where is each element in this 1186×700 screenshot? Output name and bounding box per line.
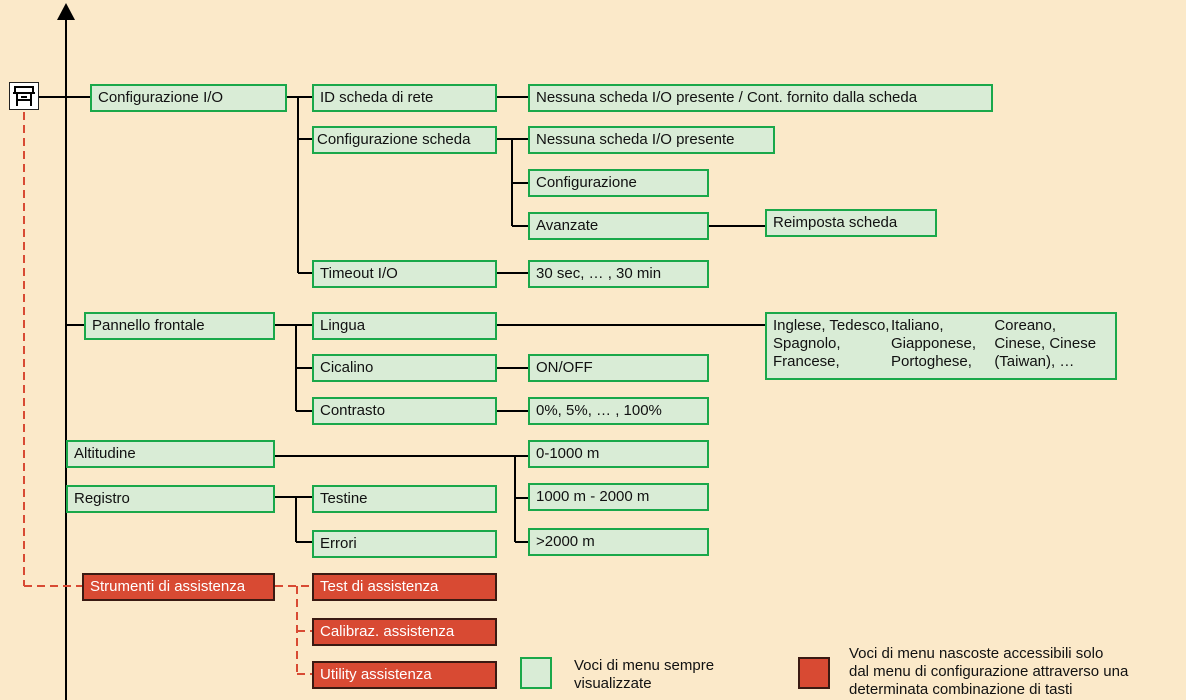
value-lingua-list: Inglese, Tedesco, Spagnolo, Francese, It… bbox=[765, 312, 1117, 380]
value-altitudine-3: >2000 m bbox=[528, 528, 709, 556]
menu-errori[interactable]: Errori bbox=[312, 530, 497, 558]
menu-cicalino[interactable]: Cicalino bbox=[312, 354, 497, 382]
value-contrasto: 0%, 5%, … , 100% bbox=[528, 397, 709, 425]
menu-id-scheda-rete[interactable]: ID scheda di rete bbox=[312, 84, 497, 112]
menu-configurazione[interactable]: Configurazione bbox=[528, 169, 709, 197]
menu-utility-assistenza[interactable]: Utility assistenza bbox=[312, 661, 497, 689]
menu-reimposta-scheda[interactable]: Reimposta scheda bbox=[765, 209, 937, 237]
legend-hidden-text: Voci di menu nascoste accessibili solo d… bbox=[849, 645, 1128, 699]
value-config-scheda: Nessuna scheda I/O presente bbox=[528, 126, 775, 154]
menu-lingua[interactable]: Lingua bbox=[312, 312, 497, 340]
value-cicalino: ON/OFF bbox=[528, 354, 709, 382]
value-id-scheda: Nessuna scheda I/O presente / Cont. forn… bbox=[528, 84, 993, 112]
menu-calibraz-assistenza[interactable]: Calibraz. assistenza bbox=[312, 618, 497, 646]
menu-timeout-io[interactable]: Timeout I/O bbox=[312, 260, 497, 288]
value-altitudine-1: 0-1000 m bbox=[528, 440, 709, 468]
printer-icon bbox=[9, 82, 39, 110]
lingua-line-2: Italiano, Giapponese, Portoghese, bbox=[891, 317, 977, 370]
menu-pannello-frontale[interactable]: Pannello frontale bbox=[84, 312, 275, 340]
legend-hidden-line-3: determinata combinazione di tasti bbox=[849, 681, 1073, 698]
menu-registro[interactable]: Registro bbox=[66, 485, 275, 513]
legend-visible-swatch bbox=[520, 657, 552, 689]
legend-hidden-swatch bbox=[798, 657, 830, 689]
menu-contrasto[interactable]: Contrasto bbox=[312, 397, 497, 425]
legend-visible-text: Voci di menu sempre visualizzate bbox=[574, 657, 714, 693]
legend-hidden-line-2: dal menu di configurazione attraverso un… bbox=[849, 663, 1129, 680]
menu-testine[interactable]: Testine bbox=[312, 485, 497, 513]
menu-altitudine[interactable]: Altitudine bbox=[66, 440, 275, 468]
lingua-line-3: Coreano, Cinese, Cinese (Taiwan), … bbox=[994, 317, 1097, 370]
menu-strumenti-assistenza[interactable]: Strumenti di assistenza bbox=[82, 573, 275, 601]
value-altitudine-2: 1000 m - 2000 m bbox=[528, 483, 709, 511]
legend-visible-line-2: visualizzate bbox=[574, 675, 652, 692]
menu-config-io[interactable]: Configurazione I/O bbox=[90, 84, 287, 112]
menu-avanzate[interactable]: Avanzate bbox=[528, 212, 709, 240]
legend-hidden-line-1: Voci di menu nascoste accessibili solo bbox=[849, 645, 1104, 662]
lingua-line-1: Inglese, Tedesco, Spagnolo, Francese, bbox=[773, 317, 890, 370]
legend-visible-line-1: Voci di menu sempre bbox=[574, 657, 715, 674]
menu-test-assistenza[interactable]: Test di assistenza bbox=[312, 573, 497, 601]
menu-config-scheda[interactable]: Configurazione scheda bbox=[312, 126, 497, 154]
value-timeout: 30 sec, … , 30 min bbox=[528, 260, 709, 288]
